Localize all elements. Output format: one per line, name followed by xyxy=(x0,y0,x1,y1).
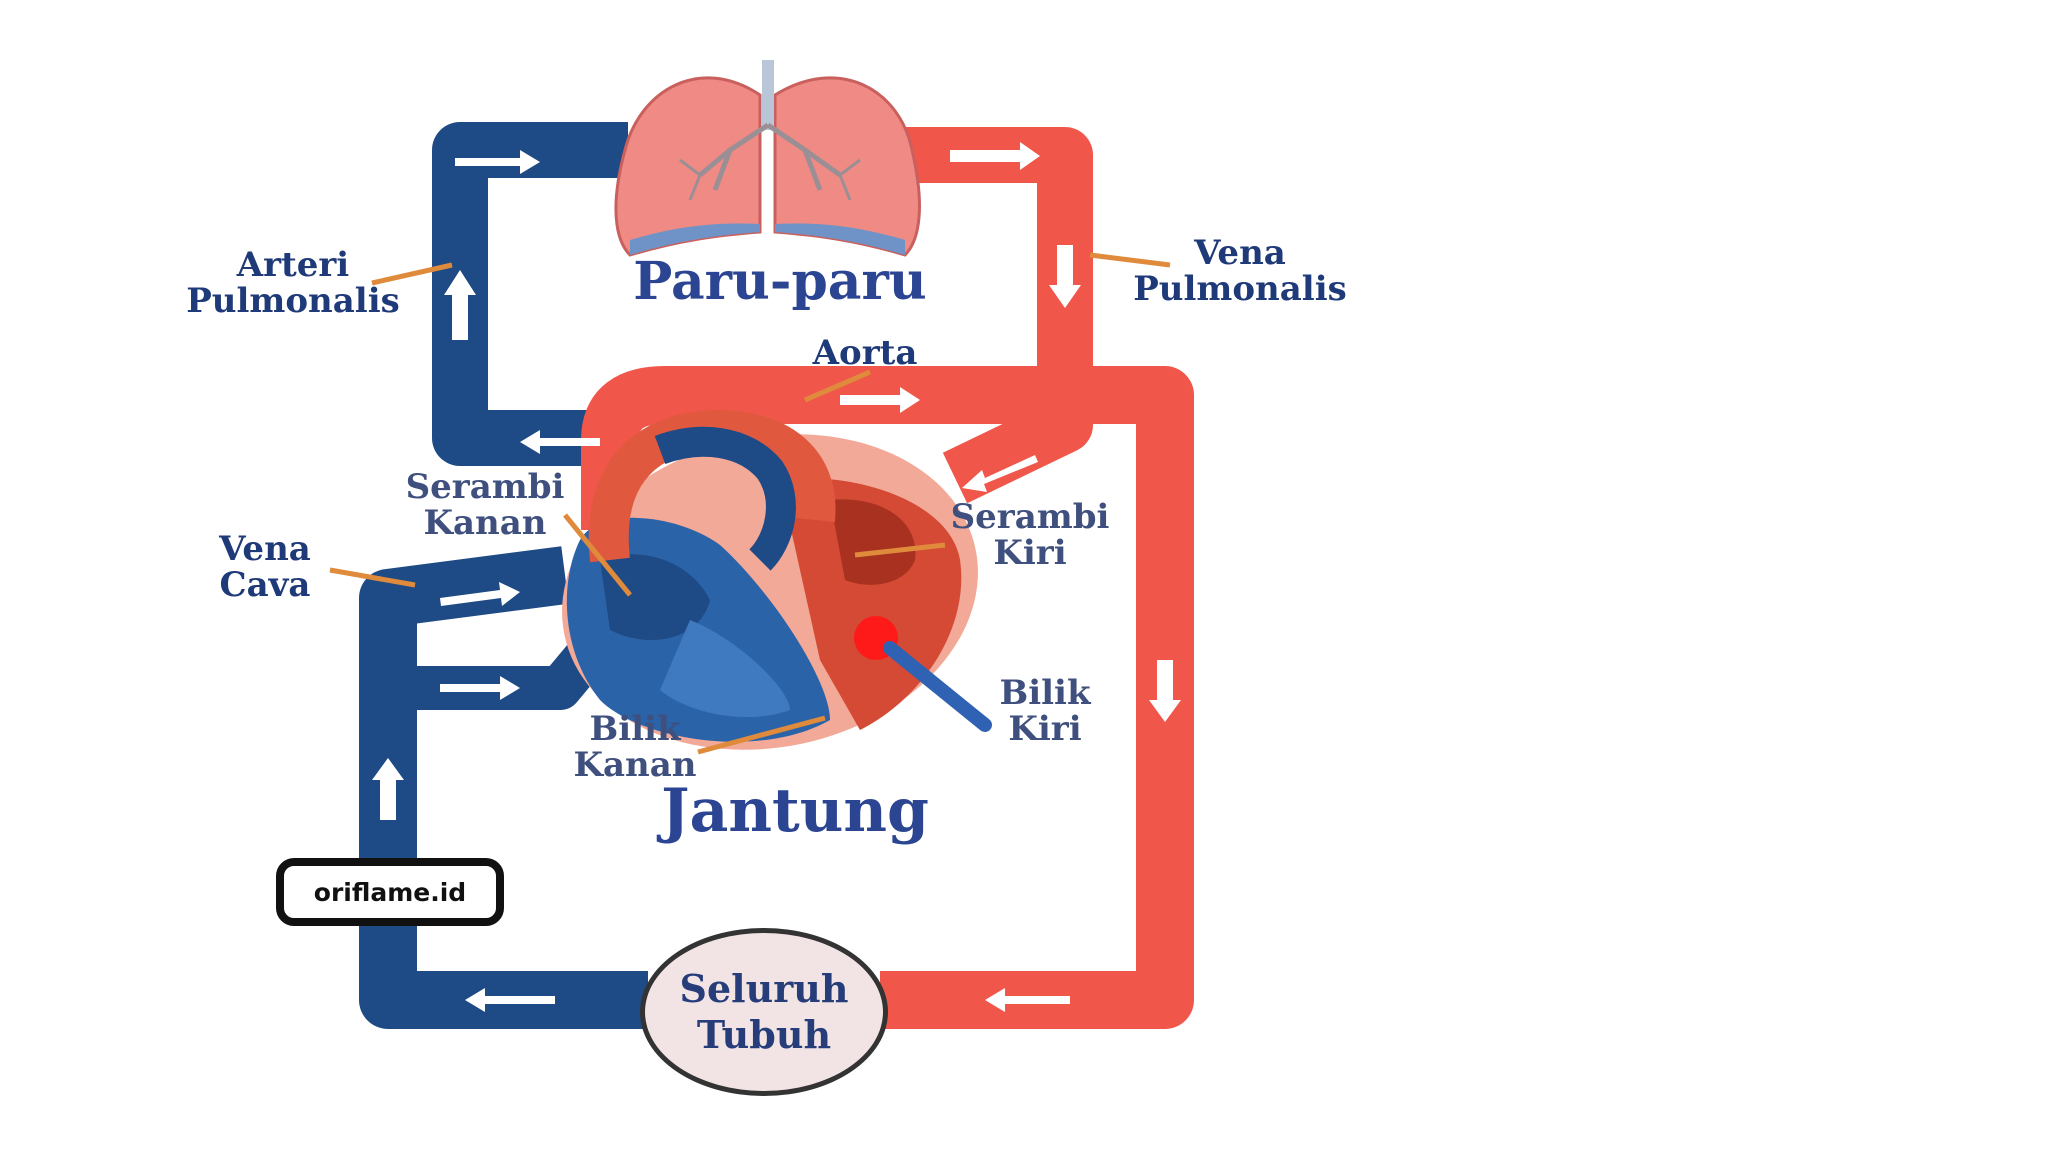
arrow-up-icon xyxy=(372,758,404,820)
arrow-right-icon xyxy=(950,142,1040,170)
arrow-up-icon xyxy=(444,270,476,340)
pulmonary-vein-vessel xyxy=(900,127,1093,504)
pulmonary-artery-label: Arteri Pulmonalis xyxy=(186,245,400,321)
leader-lines xyxy=(329,252,1171,755)
lungs-illustration xyxy=(614,60,921,257)
arrow-left-icon xyxy=(985,988,1070,1012)
arrow-left-icon xyxy=(465,988,555,1012)
arrow-left-icon xyxy=(520,430,600,454)
aorta-label: Aorta xyxy=(812,333,918,373)
vena-cava-label: Vena Cava xyxy=(219,529,311,605)
arrow-down-left-icon xyxy=(962,455,1038,492)
arrow-right-icon xyxy=(440,582,520,606)
whole-body-node: Seluruh Tubuh xyxy=(640,928,888,1096)
arrow-down-icon xyxy=(1149,660,1181,722)
aorta-vessel xyxy=(581,366,1194,1029)
arrow-down-icon xyxy=(1049,245,1081,308)
left-ventricle-label: Bilik Kiri xyxy=(999,673,1091,749)
lungs-label: Paru-paru xyxy=(633,251,927,312)
arrow-right-icon xyxy=(840,387,920,413)
left-atrium-label: Serambi Kiri xyxy=(950,497,1110,573)
flow-arrows xyxy=(372,142,1181,1012)
arrow-right-icon xyxy=(440,676,520,700)
arrow-right-icon xyxy=(455,150,540,174)
watermark-badge: oriflame.id xyxy=(276,858,504,926)
right-atrium-label: Serambi Kanan xyxy=(405,467,565,543)
heart-label: Jantung xyxy=(661,776,929,846)
pulmonary-vein-label: Vena Pulmonalis xyxy=(1133,233,1347,309)
heart-illustration xyxy=(562,409,992,750)
right-ventricle-label: Bilik Kanan xyxy=(573,709,697,785)
